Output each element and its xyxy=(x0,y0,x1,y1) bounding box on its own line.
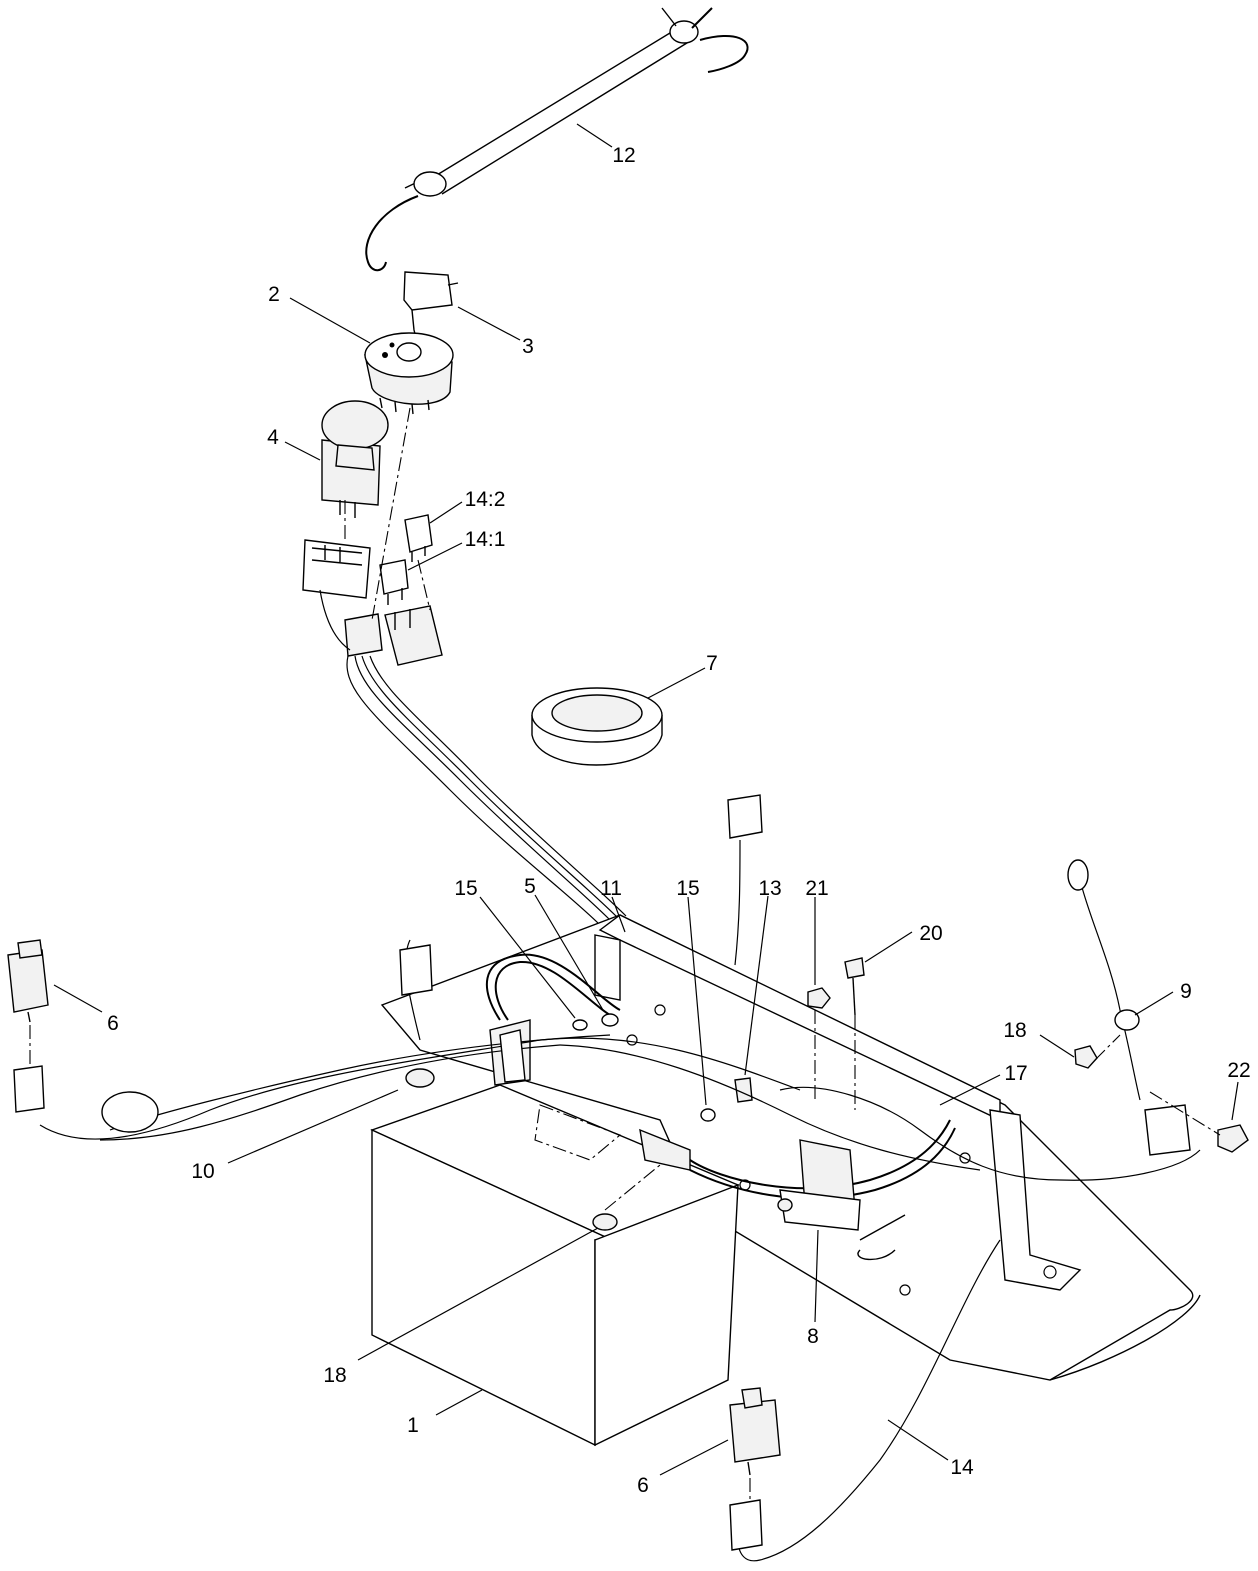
callout-15: 15 xyxy=(454,877,477,900)
ignition-switch-part xyxy=(364,332,454,415)
grommet-part xyxy=(405,1068,435,1088)
cap-part xyxy=(531,687,663,766)
callout-22: 22 xyxy=(1227,1059,1250,1082)
assembly-line xyxy=(1094,1034,1121,1061)
callout-14-1: 14:1 xyxy=(465,528,506,551)
switch-connector-part xyxy=(302,539,371,599)
assembly-line xyxy=(417,559,431,611)
callout-18: 18 xyxy=(323,1364,346,1387)
callout-5: 5 xyxy=(524,875,536,898)
assembly-line xyxy=(1149,1091,1221,1136)
bracket-part xyxy=(594,914,1082,1291)
callout-12: 12 xyxy=(612,144,635,167)
leader-lines xyxy=(53,123,1239,1476)
callout-2: 2 xyxy=(268,283,280,306)
callout-14-2: 14:2 xyxy=(465,488,506,511)
callout-6: 6 xyxy=(637,1474,649,1497)
callout-9: 9 xyxy=(1180,980,1192,1003)
callout-21: 21 xyxy=(805,877,828,900)
callout-13: 13 xyxy=(758,877,781,900)
fuse-part xyxy=(379,514,433,605)
seat-switch-part xyxy=(7,939,49,1113)
assembly-line xyxy=(371,407,411,621)
callout-1: 1 xyxy=(407,1414,419,1437)
callout-10: 10 xyxy=(191,1160,214,1183)
callout-4: 4 xyxy=(267,426,279,449)
callout-8: 8 xyxy=(807,1325,819,1348)
callout-17: 17 xyxy=(1004,1062,1027,1085)
wire-harness-part xyxy=(39,794,1201,1562)
assembly-line xyxy=(604,1164,661,1211)
solenoid-part xyxy=(777,1139,861,1231)
pto-switch-part xyxy=(321,400,389,518)
fasteners-part xyxy=(807,957,1249,1153)
interlock-switch-part xyxy=(729,1387,781,1551)
callout-14: 14 xyxy=(950,1456,974,1479)
ignition-key-part xyxy=(403,271,459,346)
callout-6: 6 xyxy=(107,1012,119,1035)
callout-7: 7 xyxy=(706,652,718,675)
harness-connectors-part xyxy=(319,589,627,926)
callout-20: 20 xyxy=(919,922,942,945)
prop-rod-part xyxy=(365,7,749,272)
callout-3: 3 xyxy=(522,335,534,358)
callout-11: 11 xyxy=(600,877,622,900)
callout-18: 18 xyxy=(1003,1019,1026,1042)
battery-part xyxy=(370,1084,740,1447)
callout-15: 15 xyxy=(676,877,699,900)
